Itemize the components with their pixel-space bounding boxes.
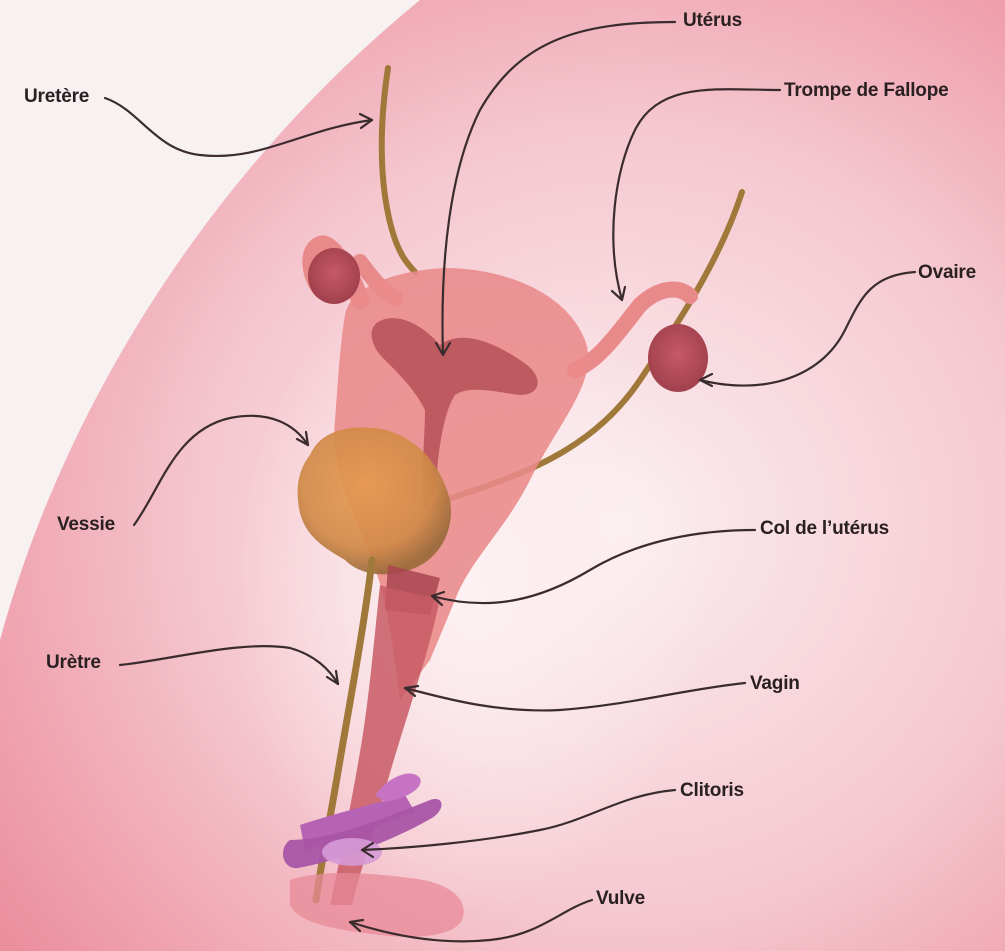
ovary-right	[648, 324, 708, 392]
label-col: Col de l’utérus	[760, 518, 889, 540]
label-vessie: Vessie	[57, 514, 115, 536]
label-ovaire: Ovaire	[918, 262, 976, 284]
label-trompe: Trompe de Fallope	[784, 80, 948, 102]
label-uretre: Urètre	[46, 652, 101, 674]
ovary-left	[308, 248, 360, 304]
label-uretere: Uretère	[24, 86, 89, 108]
label-vagin: Vagin	[750, 673, 800, 695]
label-vulve: Vulve	[596, 888, 645, 910]
label-clitoris: Clitoris	[680, 780, 744, 802]
label-uterus: Utérus	[683, 10, 742, 32]
